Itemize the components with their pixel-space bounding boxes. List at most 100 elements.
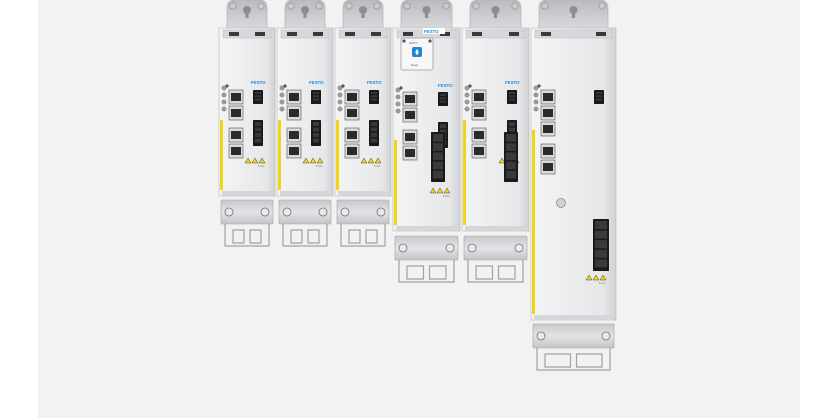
ethernet-socket bbox=[347, 147, 357, 155]
mounting-bracket bbox=[463, 235, 528, 261]
status-led-icon bbox=[337, 92, 343, 98]
status-led-icon bbox=[395, 94, 401, 100]
ethernet-socket bbox=[347, 109, 357, 117]
connector-pin bbox=[433, 152, 443, 161]
module-6-large: 5 min bbox=[530, 0, 617, 371]
warning-triangle-icon bbox=[592, 274, 600, 281]
warning-triangle-icon bbox=[599, 274, 607, 281]
display-led-icon bbox=[428, 39, 432, 43]
connector-pin bbox=[440, 94, 446, 96]
keyhole-slot bbox=[571, 10, 576, 18]
top-slot bbox=[541, 32, 551, 36]
screw-icon bbox=[442, 2, 450, 10]
connector-pin bbox=[509, 98, 515, 101]
ethernet-socket bbox=[231, 93, 241, 101]
keyhole-slot bbox=[493, 10, 498, 18]
module-housing bbox=[334, 27, 392, 197]
housing-bottom bbox=[396, 226, 457, 231]
screw-icon bbox=[541, 2, 549, 10]
connector-pin bbox=[371, 122, 377, 126]
connector-pin bbox=[371, 133, 377, 137]
status-led-icon bbox=[464, 92, 470, 98]
brand-logo: FESTO bbox=[505, 80, 520, 85]
brand-logo: FESTO bbox=[438, 83, 453, 88]
screw-icon bbox=[315, 2, 323, 10]
safety-stripe bbox=[394, 140, 397, 225]
status-led-icon bbox=[279, 99, 285, 105]
module-housing bbox=[218, 27, 276, 197]
status-led-icon bbox=[533, 92, 539, 98]
top-slot bbox=[313, 32, 323, 36]
connector-pin bbox=[313, 95, 319, 98]
bracket-screw-icon bbox=[224, 207, 234, 217]
connector-pin bbox=[509, 92, 515, 94]
warning-triangle-icon bbox=[436, 187, 444, 194]
ethernet-socket bbox=[543, 93, 553, 101]
connector-pin bbox=[255, 95, 261, 98]
bracket-feet bbox=[340, 224, 386, 247]
warning-label: 5 min bbox=[316, 164, 323, 168]
screw-icon bbox=[373, 2, 381, 10]
led-icon bbox=[341, 84, 345, 88]
housing-bottom bbox=[338, 191, 388, 196]
ethernet-socket bbox=[289, 131, 299, 139]
bracket-screw-icon bbox=[445, 243, 455, 253]
connector-pin bbox=[313, 138, 319, 143]
housing-bottom bbox=[280, 191, 330, 196]
connector-pin bbox=[255, 122, 261, 126]
status-led-icon bbox=[395, 87, 401, 93]
bracket-feet bbox=[224, 224, 270, 247]
display-status-text: Ready bbox=[411, 63, 419, 67]
warning-triangle-icon bbox=[360, 157, 368, 164]
screw-icon bbox=[472, 2, 480, 10]
top-slot bbox=[345, 32, 355, 36]
keyhole-slot bbox=[303, 10, 307, 18]
ethernet-socket bbox=[543, 109, 553, 117]
ethernet-socket bbox=[543, 163, 553, 171]
status-led-icon bbox=[533, 99, 539, 105]
status-led-icon bbox=[337, 106, 343, 112]
led-icon bbox=[468, 84, 472, 88]
ethernet-socket bbox=[289, 109, 299, 117]
ethernet-socket bbox=[474, 109, 484, 117]
connector-pin bbox=[313, 98, 319, 101]
top-cap bbox=[534, 29, 613, 39]
warning-triangle-icon bbox=[244, 157, 252, 164]
status-led-icon bbox=[395, 108, 401, 114]
status-led-icon bbox=[533, 106, 539, 112]
connector-pin bbox=[509, 127, 515, 132]
screw-icon bbox=[598, 2, 606, 10]
module-housing bbox=[276, 27, 334, 197]
connector-pin bbox=[371, 95, 377, 98]
brand-logo: FESTO bbox=[424, 29, 439, 34]
status-led-icon bbox=[279, 85, 285, 91]
top-slot bbox=[403, 32, 413, 36]
ethernet-socket bbox=[289, 147, 299, 155]
top-slot bbox=[509, 32, 519, 36]
connector-pin bbox=[433, 143, 443, 151]
connector-pin bbox=[313, 92, 319, 94]
drop-icon bbox=[415, 49, 419, 55]
status-led-icon bbox=[221, 85, 227, 91]
connector-pin bbox=[371, 138, 377, 143]
connector-pin bbox=[596, 98, 602, 101]
top-slot bbox=[255, 32, 265, 36]
bracket-screw-icon bbox=[376, 207, 386, 217]
warning-triangle-icon bbox=[302, 157, 310, 164]
screw-icon bbox=[511, 2, 519, 10]
bracket-screw-icon bbox=[601, 331, 611, 341]
warning-triangle-icon bbox=[585, 274, 593, 281]
display-brand: FESTO bbox=[409, 41, 418, 45]
led-icon bbox=[537, 84, 541, 88]
bracket-screw-icon bbox=[282, 207, 292, 217]
connector-pin bbox=[596, 95, 602, 98]
connector-pin bbox=[506, 161, 516, 170]
top-slot bbox=[596, 32, 606, 36]
connector-pin bbox=[371, 127, 377, 132]
top-cap bbox=[338, 29, 388, 39]
status-led-icon bbox=[279, 92, 285, 98]
status-led-icon bbox=[221, 106, 227, 112]
